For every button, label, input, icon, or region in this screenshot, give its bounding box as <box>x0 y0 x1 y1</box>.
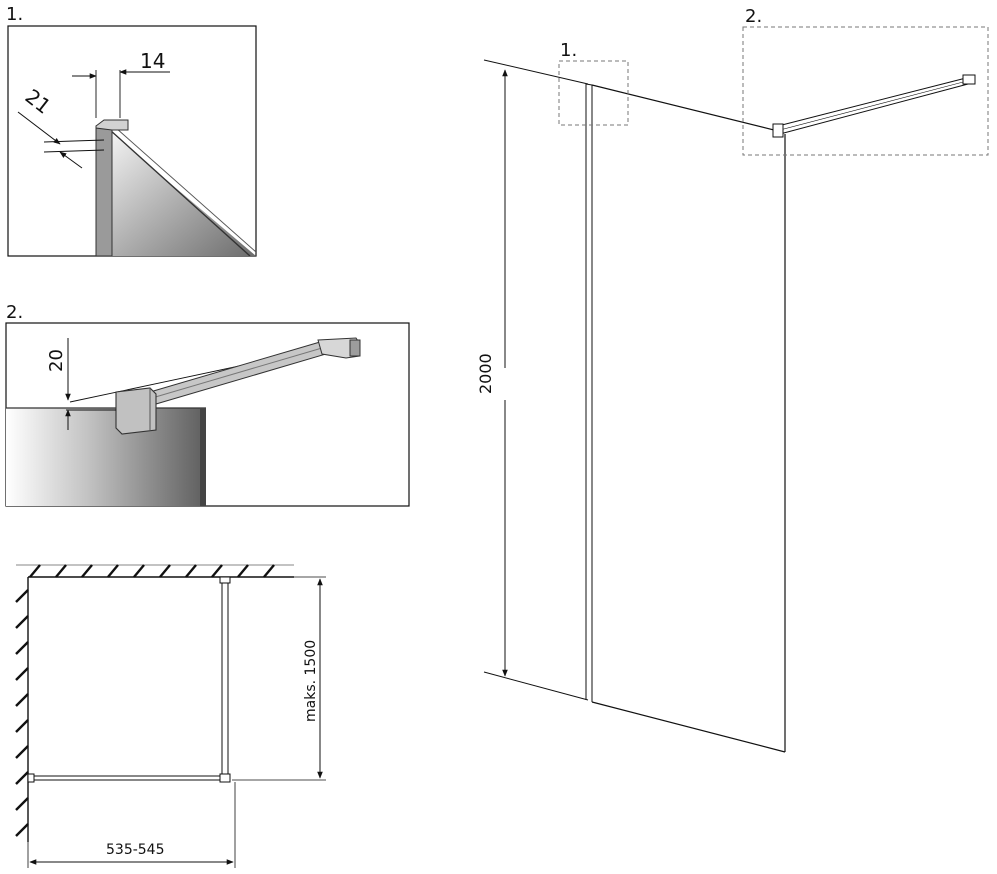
detail-1-profile <box>95 125 113 256</box>
detail-1: 1. 14 21 <box>6 4 257 257</box>
plan-dim-width: 535-545 <box>106 842 165 858</box>
detail-2-glass <box>6 408 206 506</box>
plan-glass-clamp <box>219 773 231 783</box>
detail-2-glass-side-edge <box>200 408 206 506</box>
elevation-callout-box-1 <box>558 60 629 126</box>
detail-1-profile-top <box>95 119 129 131</box>
plan-wall-bracket <box>27 773 35 783</box>
elevation-callout-box-2 <box>742 26 989 156</box>
plan-stabilizer-bar <box>29 775 229 781</box>
detail-1-glass-edge <box>109 129 251 256</box>
elevation-reference-top <box>483 59 589 85</box>
elevation-stabilizer-bar <box>777 77 969 135</box>
detail-1-dim-arrow <box>17 111 61 145</box>
elevation-stabilizer-bar-line <box>779 80 968 131</box>
elevation-glass-top-edge <box>591 84 783 133</box>
elevation-profile-cap <box>585 83 593 86</box>
detail-1-dim-arrow <box>59 151 83 169</box>
plan-profile-top <box>219 576 231 584</box>
elevation-view: 2000 1. 2. <box>476 6 989 753</box>
elevation-dim-height: 2000 <box>476 353 495 394</box>
elevation-glass-bottom-edge <box>591 701 786 753</box>
elevation-wall-bracket <box>962 74 976 85</box>
plan-wall-top-hatching <box>29 564 275 578</box>
detail-1-label: 1. <box>6 4 23 25</box>
detail-1-extension-line <box>43 149 105 153</box>
plan-wall-left-hatching <box>15 589 29 837</box>
detail-2-label: 2. <box>6 302 23 323</box>
detail-1-dim-width: 14 <box>140 49 165 73</box>
plan-glass-panel <box>221 577 229 781</box>
elevation-callout-1: 1. <box>560 40 577 61</box>
detail-2-bar-highlight <box>151 347 323 399</box>
detail-2-dim-height: 20 <box>46 349 67 372</box>
detail-1-glass-edge-inner <box>115 127 256 253</box>
plan-view: maks. 1500 535-545 <box>15 564 326 868</box>
elevation-glass-clamp <box>772 123 784 138</box>
detail-2-wall-bracket-end <box>349 339 361 357</box>
elevation-callout-2: 2. <box>745 6 762 27</box>
elevation-reference-bottom <box>483 671 589 701</box>
plan-dim-length: maks. 1500 <box>303 640 319 722</box>
detail-2: 2. 20 <box>5 302 410 507</box>
